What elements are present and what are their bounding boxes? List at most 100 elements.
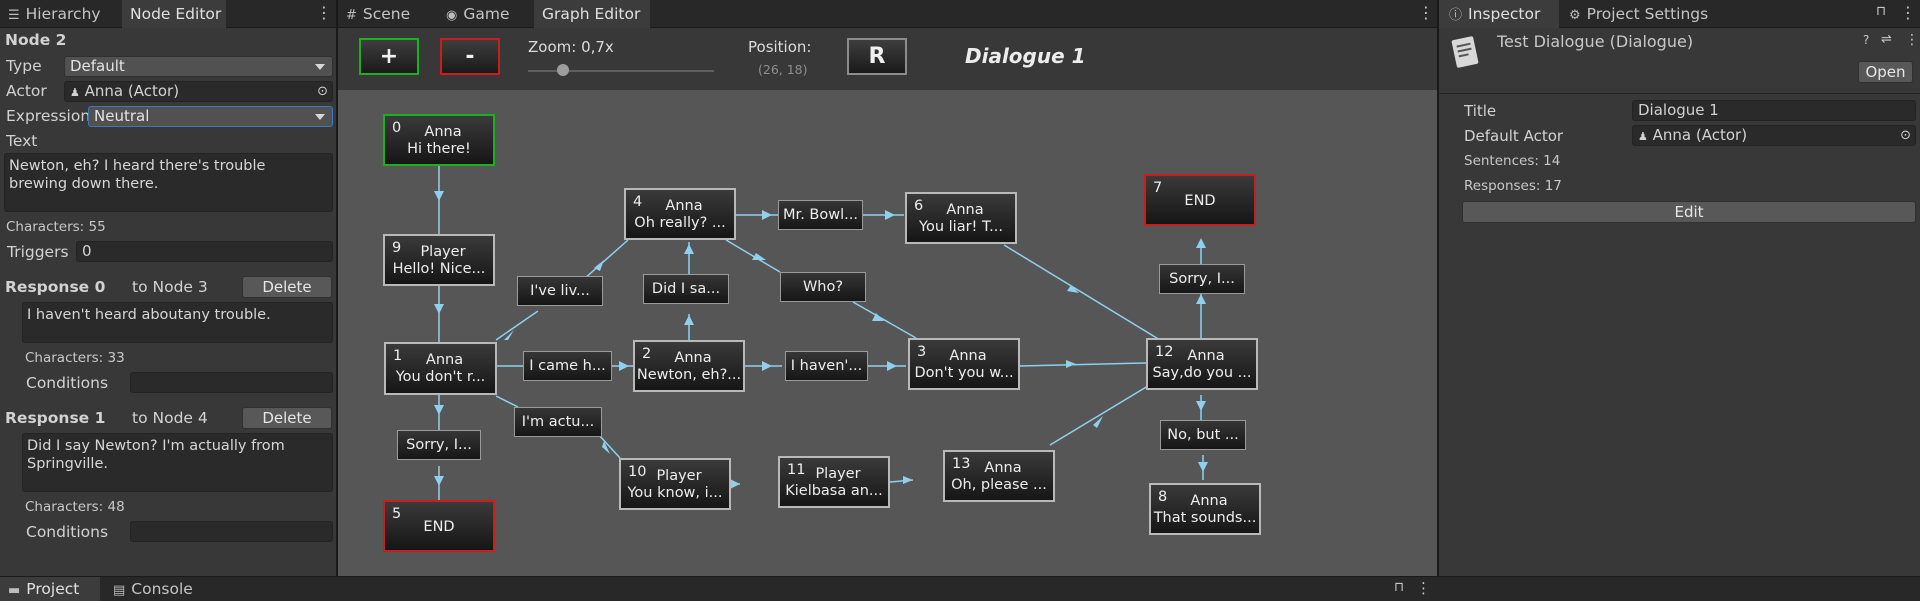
center-tabbar: #Scene ◉Game Graph Editor ⋮ xyxy=(338,0,1437,28)
expression-dropdown[interactable]: Neutral xyxy=(88,106,333,127)
text-label: Text xyxy=(6,132,38,150)
node-text-area[interactable]: Newton, eh? I heard there's trouble brew… xyxy=(4,153,333,212)
graph-response[interactable]: Sorry, I... xyxy=(397,430,481,460)
sentences-count: Sentences: 14 xyxy=(1464,153,1561,169)
console-icon: ▤ xyxy=(113,583,126,598)
response-0-conditions-field[interactable] xyxy=(130,372,333,393)
zoom-slider-thumb[interactable] xyxy=(557,64,569,76)
response-0-delete-button[interactable]: Delete xyxy=(242,276,332,298)
graph-response[interactable]: No, but ... xyxy=(1160,420,1246,450)
graph-response[interactable]: I'm actu... xyxy=(514,407,602,437)
zoom-slider[interactable] xyxy=(528,64,714,76)
preset-icon[interactable]: ⇌ xyxy=(1881,32,1892,47)
response-0-characters: Characters: 33 xyxy=(25,350,125,366)
type-label: Type xyxy=(6,57,42,75)
chevron-down-icon xyxy=(315,114,325,120)
tab-node-editor[interactable]: Node Editor xyxy=(122,0,226,28)
dialogue-title: Dialogue 1 xyxy=(965,44,1086,68)
response-0-target: to Node 3 xyxy=(132,278,208,296)
grid-icon: # xyxy=(346,8,357,23)
kebab-menu-icon[interactable]: ⋮ xyxy=(1900,3,1916,22)
graph-response[interactable]: Did I sa... xyxy=(643,274,729,304)
gamepad-icon: ◉ xyxy=(446,8,458,23)
actor-person-icon: ♟ xyxy=(1638,130,1648,143)
graph-response[interactable]: Mr. Bowl... xyxy=(778,200,863,230)
kebab-menu-icon[interactable]: ⋮ xyxy=(1418,3,1434,22)
graph-response[interactable]: I've liv... xyxy=(517,276,603,306)
response-1-delete-button[interactable]: Delete xyxy=(242,407,332,429)
graph-response[interactable]: Who? xyxy=(780,272,866,302)
kebab-menu-icon[interactable]: ⋮ xyxy=(1416,579,1431,597)
object-picker-icon[interactable]: ⊙ xyxy=(317,84,328,99)
actor-label: Actor xyxy=(6,82,47,100)
node-characters-count: Characters: 55 xyxy=(6,219,106,235)
asset-kebab-icon[interactable]: ⋮ xyxy=(1905,32,1919,48)
response-1-conditions-field[interactable] xyxy=(130,521,333,542)
response-0-text-area[interactable]: I haven't heard aboutany trouble. xyxy=(22,302,333,343)
tab-console[interactable]: ▤Console xyxy=(105,577,215,601)
graph-toolbar: + - Zoom: 0,7x Position: (26, 18) R Dial… xyxy=(338,28,1437,90)
lock-icon[interactable]: ⊓ xyxy=(1876,4,1887,19)
response-1-text-area[interactable]: Did I say Newton? I'm actually from Spri… xyxy=(22,433,333,492)
bottom-tabbar: ▬Project ▤Console ⊓ ⋮ xyxy=(0,576,1920,601)
tab-graph-editor[interactable]: Graph Editor xyxy=(534,0,650,28)
type-dropdown[interactable]: Default xyxy=(64,56,333,77)
reset-view-button[interactable]: R xyxy=(847,38,907,75)
open-button[interactable]: Open xyxy=(1858,61,1913,83)
tab-game[interactable]: ◉Game xyxy=(438,0,528,28)
lock-icon[interactable]: ⊓ xyxy=(1394,580,1405,595)
header-divider xyxy=(1439,93,1920,94)
chevron-down-icon xyxy=(315,64,325,70)
position-value: (26, 18) xyxy=(758,62,808,77)
add-node-button[interactable]: + xyxy=(359,38,419,75)
response-0-conditions-label: Conditions xyxy=(26,374,109,392)
graph-response[interactable]: I came h... xyxy=(523,351,612,381)
response-1-conditions-label: Conditions xyxy=(26,523,109,541)
info-icon: ⓘ xyxy=(1449,8,1463,23)
actor-person-icon: ♟ xyxy=(70,86,80,99)
dialogue-asset-icon xyxy=(1451,36,1479,68)
title-label: Title xyxy=(1464,102,1497,120)
list-icon: ☰ xyxy=(8,8,20,23)
node-editor-panel: ☰Hierarchy Node Editor ⋮ Node 2 Type Def… xyxy=(0,0,336,576)
folder-icon: ▬ xyxy=(8,583,21,598)
triggers-field[interactable]: 0 xyxy=(76,241,333,262)
default-actor-field[interactable]: ♟ Anna (Actor)⊙ xyxy=(1632,125,1916,146)
graph-response[interactable]: I haven'... xyxy=(785,351,868,381)
help-icon[interactable]: ? xyxy=(1863,33,1870,47)
graph-response[interactable]: Sorry, I... xyxy=(1159,264,1245,294)
triggers-label: Triggers xyxy=(7,243,69,261)
tab-project-settings[interactable]: ⚙Project Settings xyxy=(1561,0,1711,28)
object-picker-icon[interactable]: ⊙ xyxy=(1900,128,1911,143)
title-field[interactable]: Dialogue 1 xyxy=(1632,100,1916,121)
node-title: Node 2 xyxy=(5,31,67,49)
zoom-label: Zoom: 0,7x xyxy=(528,38,614,56)
tab-project[interactable]: ▬Project xyxy=(0,577,100,601)
remove-node-button[interactable]: - xyxy=(440,38,500,75)
tab-scene[interactable]: #Scene xyxy=(338,0,428,28)
responses-count: Responses: 17 xyxy=(1464,178,1562,194)
kebab-menu-icon[interactable]: ⋮ xyxy=(316,3,332,22)
actor-field[interactable]: ♟ Anna (Actor)⊙ xyxy=(64,81,333,102)
graph-edges xyxy=(434,166,1208,500)
tab-hierarchy[interactable]: ☰Hierarchy xyxy=(0,0,120,28)
default-actor-label: Default Actor xyxy=(1464,127,1564,145)
edit-button[interactable]: Edit xyxy=(1462,201,1916,223)
